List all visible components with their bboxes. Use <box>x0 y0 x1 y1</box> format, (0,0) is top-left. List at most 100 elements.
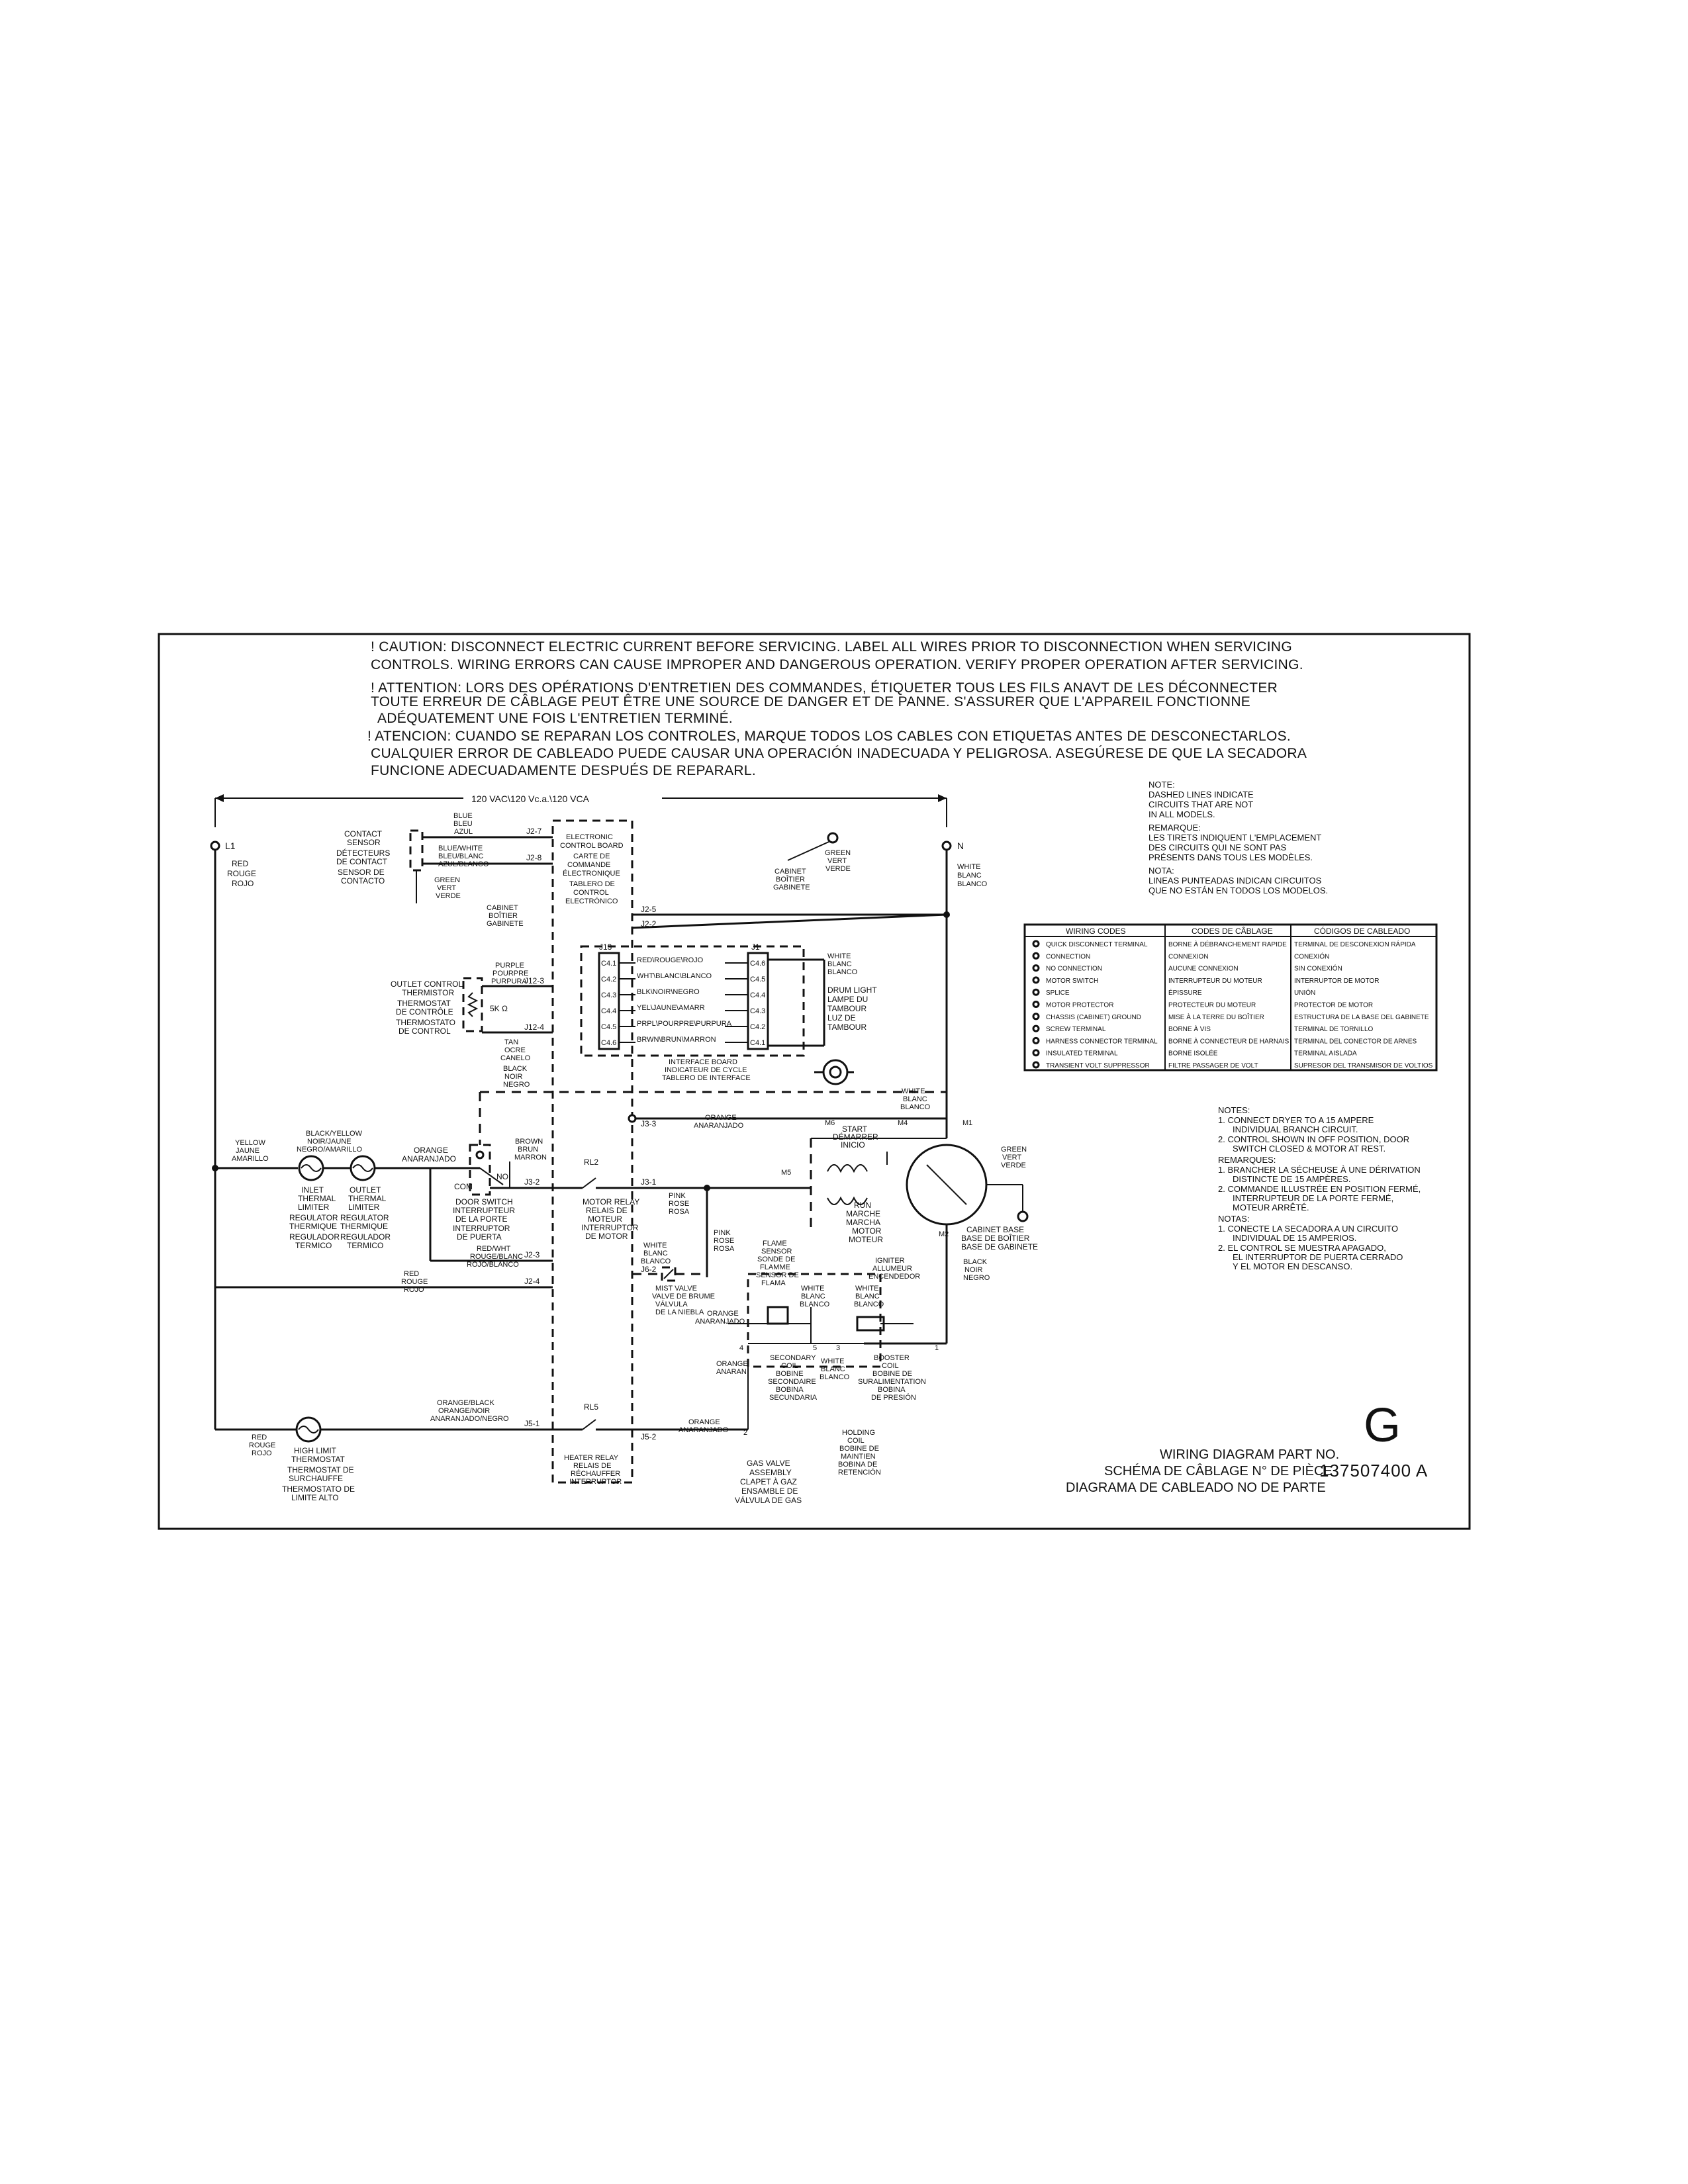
svg-text:SONDE DE: SONDE DE <box>757 1255 795 1263</box>
svg-text:MAINTIEN: MAINTIEN <box>841 1453 876 1461</box>
svg-text:RL2: RL2 <box>584 1158 598 1167</box>
svg-text:NEGRO/AMARILLO: NEGRO/AMARILLO <box>297 1146 362 1154</box>
wiring-code-cell: BORNE À DÉBRANCHEMENT RAPIDE <box>1168 940 1287 948</box>
svg-text:MOTEUR: MOTEUR <box>849 1235 883 1244</box>
svg-text:CABINET: CABINET <box>487 904 518 912</box>
svg-text:ORANGE: ORANGE <box>716 1360 748 1368</box>
codes-header-fr: CODES DE CÂBLAGE <box>1192 926 1273 936</box>
svg-text:ORANGE: ORANGE <box>707 1310 739 1318</box>
svg-text:2. EL CONTROL SE MUESTRA APAGA: 2. EL CONTROL SE MUESTRA APAGADO, <box>1218 1243 1386 1253</box>
svg-text:THERMOSTAT: THERMOSTAT <box>291 1455 346 1464</box>
wiring-code-cell: TRANSIENT VOLT SUPPRESSOR <box>1046 1062 1150 1069</box>
svg-text:ROSA: ROSA <box>714 1245 735 1253</box>
interface-wire-label-bg <box>635 1004 725 1012</box>
svg-text:WHITE: WHITE <box>855 1285 878 1293</box>
svg-text:MOTEUR ARRÊTÉ.: MOTEUR ARRÊTÉ. <box>1233 1203 1309 1212</box>
svg-text:PRÉSENTS DANS TOUS LES MODÈLES: PRÉSENTS DANS TOUS LES MODÈLES. <box>1149 852 1313 862</box>
igniter <box>856 1316 885 1332</box>
svg-text:5: 5 <box>813 1344 817 1352</box>
svg-text:COIL: COIL <box>847 1437 865 1445</box>
j13-pin-label: C4.4 <box>601 1007 616 1015</box>
interface-wire-label-bg <box>635 1036 725 1044</box>
svg-text:2: 2 <box>743 1429 747 1437</box>
svg-text:LES TIRETS INDIQUENT L'EMPLACE: LES TIRETS INDIQUENT L'EMPLACEMENT <box>1149 833 1321 842</box>
svg-text:COIL: COIL <box>882 1362 899 1370</box>
svg-text:REGULATOR: REGULATOR <box>340 1213 389 1222</box>
wiring-code-cell: BORNE À VIS <box>1168 1024 1211 1033</box>
wiring-code-cell: CHASSIS (CABINET) GROUND <box>1046 1014 1141 1021</box>
svg-text:PINK: PINK <box>669 1192 686 1200</box>
red-wires: J2-3 RED/WHT ROUGE/BLANC ROJO/BLANCO J2-… <box>215 1168 553 1294</box>
svg-text:START: START <box>842 1124 868 1134</box>
svg-text:DE MOTOR: DE MOTOR <box>585 1232 628 1241</box>
svg-text:ENCENDEDOR: ENCENDEDOR <box>868 1273 920 1281</box>
svg-text:AZUL: AZUL <box>454 828 473 836</box>
l1-color-1: RED <box>232 859 249 868</box>
svg-text:GABINETE: GABINETE <box>487 920 524 928</box>
svg-text:TAN: TAN <box>504 1038 518 1046</box>
wiring-code-cell: SPLICE <box>1046 989 1070 997</box>
svg-text:ORANGE/NOIR: ORANGE/NOIR <box>438 1407 490 1415</box>
svg-text:LAMPE DU: LAMPE DU <box>827 995 868 1004</box>
supply-voltage: 120 VAC\120 Vc.a.\120 VCA <box>471 794 590 804</box>
svg-text:JAUNE: JAUNE <box>236 1147 259 1155</box>
svg-text:DE CONTACT: DE CONTACT <box>336 857 388 866</box>
svg-text:CONTROL: CONTROL <box>573 889 609 897</box>
svg-text:J5-2: J5-2 <box>641 1432 657 1441</box>
svg-text:POURPRE: POURPRE <box>492 970 528 978</box>
svg-text:ÉLECTRONIQUE: ÉLECTRONIQUE <box>563 869 620 878</box>
svg-text:BLANCO: BLANCO <box>641 1257 671 1265</box>
svg-text:THERMOSTAT: THERMOSTAT <box>397 999 451 1008</box>
svg-text:CONTROL BOARD: CONTROL BOARD <box>560 842 624 850</box>
svg-text:NO: NO <box>496 1172 508 1181</box>
svg-text:ORANGE: ORANGE <box>688 1418 720 1426</box>
caution-block: ! CAUTION: DISCONNECT ELECTRIC CURRENT B… <box>367 639 1307 778</box>
wiring-code-cell: TERMINAL DEL CONECTOR DE ARNES <box>1294 1038 1417 1045</box>
svg-text:THERMOSTATO: THERMOSTATO <box>396 1018 455 1027</box>
j1-pin-label: C4.4 <box>750 991 765 999</box>
svg-text:M5: M5 <box>781 1169 791 1177</box>
svg-text:J2-2: J2-2 <box>641 919 657 929</box>
svg-text:AZUL/BLANCO: AZUL/BLANCO <box>438 860 489 868</box>
svg-text:WHITE: WHITE <box>801 1285 824 1293</box>
svg-text:DÉMARRER: DÉMARRER <box>833 1132 878 1142</box>
svg-text:SECONDARY: SECONDARY <box>770 1354 816 1362</box>
svg-text:BLANC: BLANC <box>827 960 852 968</box>
svg-text:DISTINCTE DE 15 AMPÈRES.: DISTINCTE DE 15 AMPÈRES. <box>1233 1174 1350 1184</box>
svg-text:THERMAL: THERMAL <box>298 1194 336 1203</box>
svg-text:4: 4 <box>739 1344 743 1352</box>
n-color-3: BLANCO <box>957 880 988 888</box>
svg-text:INTERRUPTOR: INTERRUPTOR <box>569 1478 622 1486</box>
wiring-code-symbol-icon <box>1032 976 1040 984</box>
wiring-code-symbol-icon <box>1032 952 1040 960</box>
svg-text:BLANCO: BLANCO <box>827 968 858 976</box>
svg-text:DE LA PORTE: DE LA PORTE <box>455 1214 507 1224</box>
wiring-code-cell: UNIÓN <box>1294 988 1315 997</box>
svg-text:LIMITER: LIMITER <box>348 1203 380 1212</box>
svg-text:INLET: INLET <box>301 1185 324 1195</box>
motor-relay-rl2: RL2 MOTOR RELAY RELAIS DE MOTEUR INTERRU… <box>553 1158 639 1241</box>
svg-text:VERT: VERT <box>1002 1154 1021 1161</box>
svg-text:FLAMME: FLAMME <box>760 1263 790 1271</box>
svg-text:J12-3: J12-3 <box>524 976 544 985</box>
svg-text:ALLUMEUR: ALLUMEUR <box>872 1265 912 1273</box>
svg-text:BLANCO: BLANCO <box>854 1300 884 1308</box>
svg-text:YELLOW: YELLOW <box>235 1139 265 1147</box>
svg-text:WIRING DIAGRAM PART NO.: WIRING DIAGRAM PART NO. <box>1160 1447 1339 1462</box>
svg-text:LINEAS PUNTEADAS INDICAN CIRCU: LINEAS PUNTEADAS INDICAN CIRCUITOS <box>1149 876 1322 886</box>
heater-relay-rl5: RL5 J5-2 ORANGE ANARANJADO HEATER RELAY … <box>553 1367 749 1486</box>
caution-fr-2: TOUTE ERREUR DE CÂBLAGE PEUT ÊTRE UNE SO… <box>371 694 1250 709</box>
svg-text:ASSEMBLY: ASSEMBLY <box>749 1468 792 1477</box>
motor-start-wire: J3-3 ORANGE ANARANJADO <box>628 1114 947 1130</box>
svg-text:COMMANDE: COMMANDE <box>567 861 610 869</box>
svg-text:INDIVIDUAL DE 15 AMPERIOS.: INDIVIDUAL DE 15 AMPERIOS. <box>1233 1233 1356 1243</box>
svg-text:SURALIMENTATION: SURALIMENTATION <box>858 1378 926 1386</box>
wiring-code-cell: ESTRUCTURA DE LA BASE DEL GABINETE <box>1294 1014 1429 1021</box>
svg-text:GAS VALVE: GAS VALVE <box>747 1459 790 1468</box>
wiring-code-cell: CONEXIÓN <box>1294 952 1329 960</box>
svg-text:ROUGE: ROUGE <box>249 1441 275 1449</box>
interface-wire-label-bg <box>635 972 725 980</box>
part-number: 137507400 A <box>1319 1461 1428 1480</box>
wiring-code-cell: CONNEXION <box>1168 953 1209 960</box>
svg-text:J6-2: J6-2 <box>641 1265 657 1274</box>
